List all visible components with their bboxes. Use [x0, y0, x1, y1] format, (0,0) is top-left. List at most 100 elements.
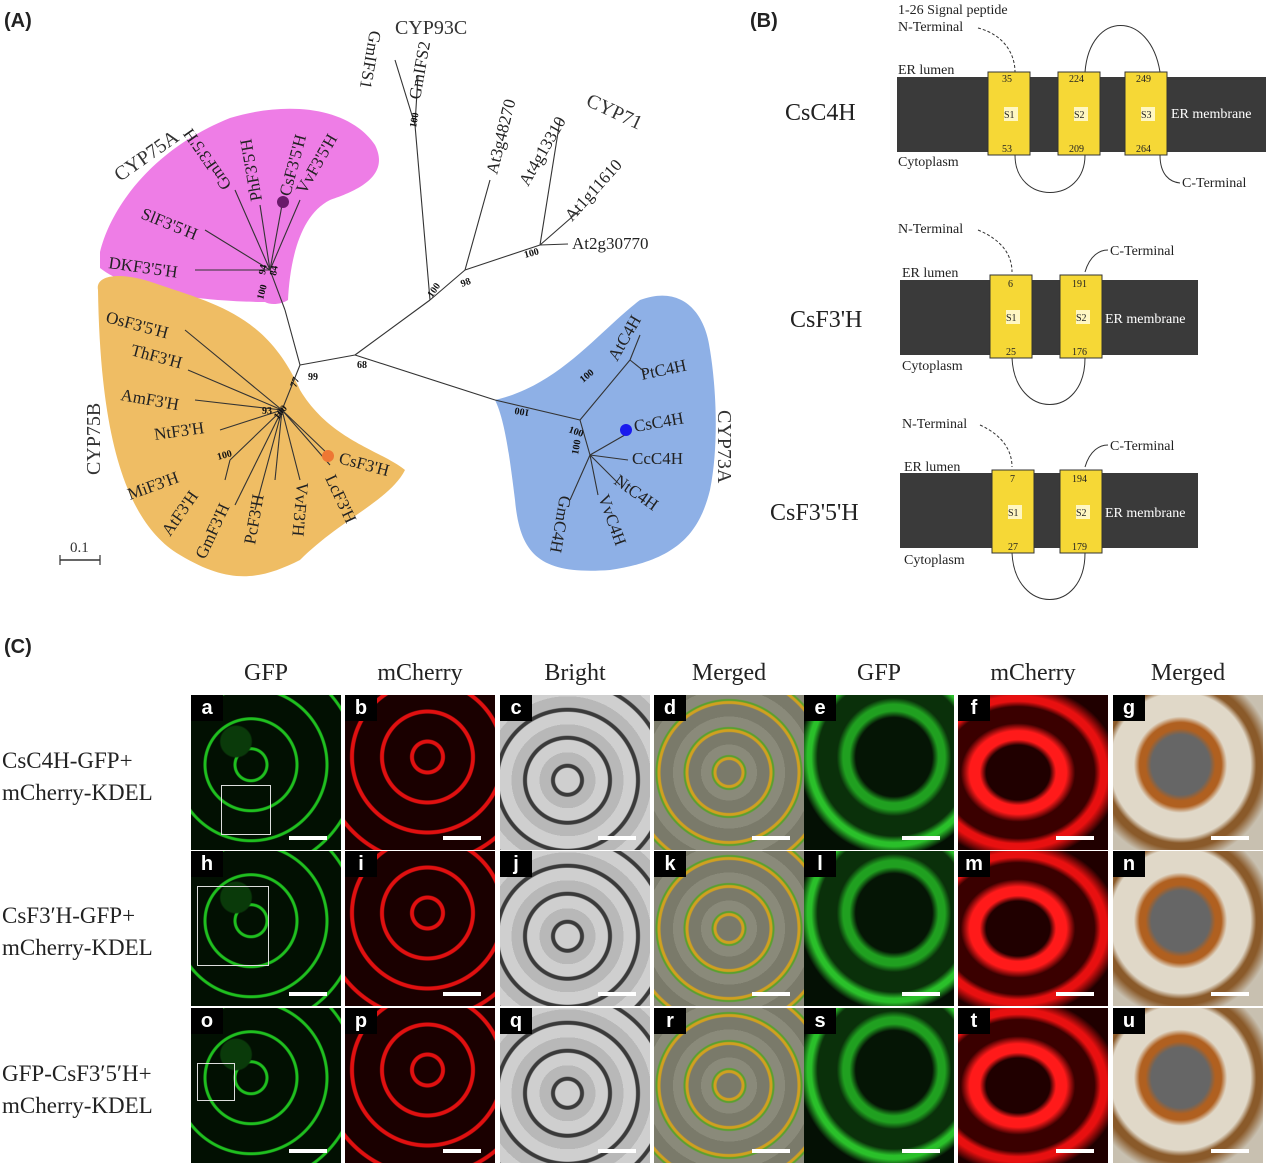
- scale-bar: [1056, 836, 1094, 840]
- er-membrane-label: ER membrane: [1105, 506, 1185, 521]
- micrograph-tag: d: [654, 695, 686, 721]
- residue-number: 25: [1006, 347, 1016, 358]
- scale-bar: [443, 992, 481, 996]
- micrograph-tag: r: [654, 1008, 686, 1034]
- micrograph-tag: n: [1113, 851, 1145, 877]
- er-lumen-label: ER lumen: [902, 266, 958, 281]
- segment-label: S3: [1141, 110, 1152, 121]
- panel-label-b: (B): [750, 10, 778, 32]
- scale-bar: [902, 1149, 940, 1153]
- micrograph-q: q: [500, 1008, 650, 1163]
- csf3h-dot: [322, 450, 334, 462]
- clade-cyp75b: CYP75B: [83, 403, 105, 475]
- micrograph-u: u: [1113, 1008, 1263, 1163]
- clade-cyp93c: CYP93C: [395, 17, 467, 39]
- micrograph-f: f: [958, 695, 1108, 850]
- zoom-inset-box: [221, 785, 271, 835]
- scale-bar: [752, 1149, 790, 1153]
- column-header: mCherry: [990, 660, 1076, 686]
- er-membrane-label: ER membrane: [1105, 312, 1185, 327]
- scale-bar: [902, 992, 940, 996]
- bootstrap-value: 93: [262, 406, 272, 417]
- cyp75a-region: [100, 108, 379, 305]
- micrograph-tag: g: [1113, 695, 1145, 721]
- membrane-topology: CsC4H 1-26 Signal peptide N-Terminal ER …: [770, 3, 1266, 600]
- micrograph-k: k: [654, 851, 804, 1006]
- segment-label: S2: [1076, 508, 1087, 519]
- micrograph-p: p: [345, 1008, 495, 1163]
- row-label-line: mCherry-KDEL: [2, 1093, 153, 1118]
- micrograph-i: i: [345, 851, 495, 1006]
- micrograph-tag: b: [345, 695, 377, 721]
- micrograph-r: r: [654, 1008, 804, 1163]
- micrograph-tag: t: [958, 1008, 990, 1034]
- micrograph-o: o: [191, 1008, 341, 1163]
- micrograph-tag: f: [958, 695, 990, 721]
- row-label-line: mCherry-KDEL: [2, 935, 153, 960]
- signal-peptide-label: 1-26 Signal peptide: [898, 3, 1008, 18]
- protein-name-csf3h: CsF3'H: [790, 307, 862, 333]
- residue-number: 191: [1072, 279, 1087, 290]
- leaf-at4g13310: At4g13310: [515, 113, 570, 189]
- bootstrap-value: 77: [288, 376, 302, 389]
- micrograph-tag: h: [191, 851, 223, 877]
- micrograph-b: b: [345, 695, 495, 850]
- residue-number: 35: [1002, 74, 1012, 85]
- micrograph-t: t: [958, 1008, 1108, 1163]
- residue-number: 176: [1072, 347, 1087, 358]
- row-label-line: mCherry-KDEL: [2, 780, 153, 805]
- n-terminal-label: N-Terminal: [898, 222, 963, 237]
- bootstrap-value: 94: [257, 264, 270, 276]
- micrograph-h: h: [191, 851, 341, 1006]
- bootstrap-value: 98: [459, 276, 472, 290]
- n-terminal-label: N-Terminal: [902, 417, 967, 432]
- row-label-line: CsF3′H-GFP+: [2, 903, 136, 928]
- c-terminal-label: C-Terminal: [1182, 176, 1246, 191]
- cyp75b-region: [97, 275, 405, 577]
- micrograph-a: a: [191, 695, 341, 850]
- segment-label: S2: [1076, 313, 1087, 324]
- cytoplasm-label: Cytoplasm: [904, 553, 965, 568]
- residue-number: 53: [1002, 144, 1012, 155]
- protein-name-csf35h: CsF3'5'H: [770, 500, 859, 526]
- leaf-at2g30770: At2g30770: [572, 234, 649, 253]
- cytoplasm-label: Cytoplasm: [902, 359, 963, 374]
- micrograph-tag: q: [500, 1008, 532, 1034]
- row-label-line: GFP-CsF3′5′H+: [2, 1061, 152, 1086]
- scale-bar: [1211, 836, 1249, 840]
- segment-label: S2: [1074, 110, 1085, 121]
- cytoplasm-label: Cytoplasm: [898, 155, 959, 170]
- tm-segment-s1: [991, 469, 1035, 554]
- leaf-gmifs2: GmIFS2: [405, 40, 434, 101]
- residue-number: 249: [1136, 74, 1151, 85]
- segment-label: S1: [1004, 110, 1015, 121]
- column-header: Merged: [691, 660, 767, 686]
- bootstrap-value: 100: [255, 283, 270, 300]
- bootstrap-value: 100: [216, 448, 233, 463]
- er-lumen-label: ER lumen: [898, 63, 954, 78]
- bootstrap-value: 84: [268, 265, 281, 277]
- micrograph-l: l: [804, 851, 954, 1006]
- er-membrane-label: ER membrane: [1171, 107, 1251, 122]
- column-header: Merged: [1150, 660, 1226, 686]
- bootstrap-value: 100: [567, 424, 585, 439]
- scale-bar: [752, 992, 790, 996]
- residue-number: 6: [1008, 279, 1013, 290]
- csf35h-dot: [277, 196, 289, 208]
- micrograph-tag: m: [958, 851, 990, 877]
- tm-segment-s3: [1124, 71, 1168, 156]
- zoom-inset-box: [197, 886, 269, 966]
- residue-number: 27: [1008, 542, 1018, 553]
- leaf-at1g11610: At1g11610: [561, 156, 626, 225]
- column-header: Bright: [544, 660, 606, 686]
- bootstrap-value: 99: [308, 372, 318, 383]
- micrograph-s: s: [804, 1008, 954, 1163]
- row-label-csc4h: CsC4H-GFP+ mCherry-KDEL: [2, 745, 153, 809]
- scale-bar: [289, 836, 327, 840]
- tm-segment-s1: [989, 274, 1033, 359]
- panel-label-a: (A): [4, 10, 32, 32]
- n-terminal-label: N-Terminal: [898, 20, 963, 35]
- row-label-csf3h: CsF3′H-GFP+ mCherry-KDEL: [2, 900, 153, 964]
- scale-bar: [443, 836, 481, 840]
- zoom-inset-box: [197, 1063, 235, 1101]
